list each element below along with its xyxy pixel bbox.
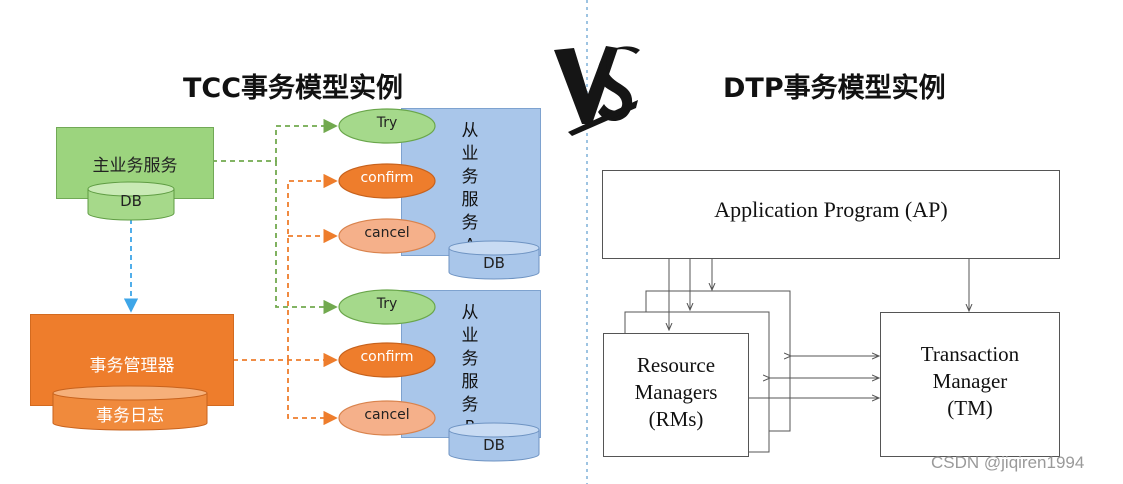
- tx-manager-label: 事务管理器: [89, 356, 175, 376]
- ap-label: Application Program (AP): [714, 197, 948, 222]
- orange-connector: [287, 360, 338, 426]
- cancel-a-label: cancel: [364, 225, 410, 241]
- green-connector: [275, 161, 338, 315]
- tx-log-label: 事务日志: [96, 406, 164, 426]
- confirm-b-label: confirm: [360, 349, 414, 365]
- db-b-label: DB: [483, 436, 505, 454]
- green-connector: [212, 118, 338, 162]
- tm-box: [880, 312, 1060, 457]
- confirm-a-label: confirm: [360, 170, 414, 186]
- try-a-label: Try: [376, 115, 398, 131]
- tcc-title: TCC事务模型实例: [183, 73, 404, 104]
- main-service-label: 主业务服务: [92, 156, 178, 176]
- ap-box: [602, 170, 1060, 259]
- cancel-b-label: cancel: [364, 407, 410, 423]
- db-a-label: DB: [483, 254, 505, 272]
- rm-box: [603, 333, 749, 457]
- vs-logo: VS: [548, 28, 640, 138]
- dtp-title: DTP事务模型实例: [723, 73, 946, 104]
- main-db-label: DB: [120, 192, 142, 210]
- watermark: CSDN @jiqiren1994: [931, 453, 1085, 472]
- try-b-label: Try: [376, 296, 398, 312]
- orange-connector: [287, 173, 338, 360]
